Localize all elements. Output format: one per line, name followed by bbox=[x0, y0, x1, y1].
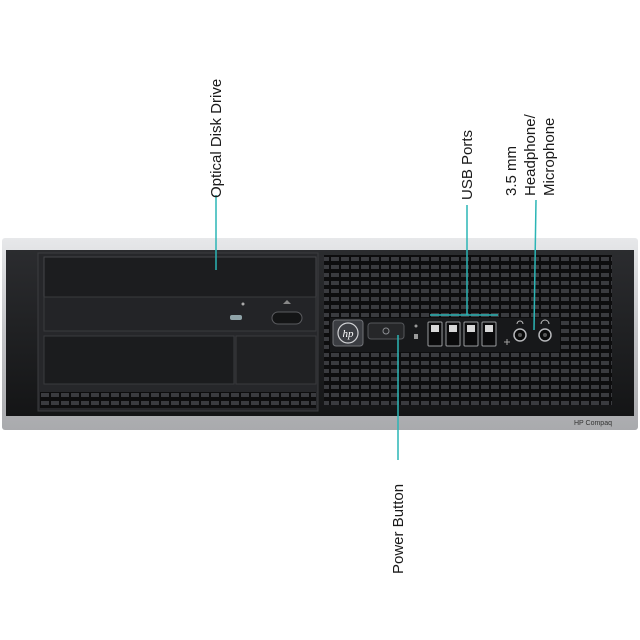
hdd-led bbox=[414, 334, 418, 339]
desktop-case: hp HP Compaq bbox=[2, 238, 638, 430]
optical-drive-tray bbox=[43, 256, 317, 298]
usb-ports-label: USB Ports bbox=[459, 130, 476, 200]
headphone-icon bbox=[540, 319, 550, 325]
microphone-jack-hole bbox=[518, 333, 522, 337]
drive-activity-light bbox=[230, 315, 242, 320]
audio-label-line3: Microphone bbox=[541, 118, 558, 196]
usb-port-3-tongue bbox=[467, 325, 475, 332]
eject-button[interactable] bbox=[271, 311, 303, 325]
audio-leader bbox=[533, 199, 537, 331]
drive-indicator-dot bbox=[241, 302, 245, 306]
microphone-icon bbox=[516, 320, 524, 325]
eject-icon bbox=[283, 300, 291, 304]
usb-port-4-tongue bbox=[485, 325, 493, 332]
hp-logo-text: hp bbox=[343, 328, 355, 340]
optical-drive-label: Optical Disk Drive bbox=[208, 79, 225, 198]
usb-ports bbox=[427, 321, 510, 347]
usb-symbol-icon bbox=[504, 339, 510, 345]
power-button-label: Power Button bbox=[390, 484, 407, 574]
lower-vent bbox=[40, 392, 316, 408]
audio-jacks bbox=[513, 319, 552, 342]
optical-drive-front bbox=[43, 296, 317, 332]
drive-bay-cover bbox=[43, 335, 235, 385]
headphone-jack-hole bbox=[543, 333, 547, 337]
usb-port-1-tongue bbox=[431, 325, 439, 332]
leader-lines bbox=[215, 195, 537, 460]
power-button[interactable] bbox=[367, 322, 405, 340]
audio-label-line2: Headphone/ bbox=[522, 113, 539, 196]
power-icon bbox=[382, 327, 390, 335]
drive-bay-side bbox=[235, 335, 317, 385]
model-label: HP Compaq bbox=[574, 420, 612, 427]
hp-logo-ring bbox=[337, 322, 359, 344]
audio-label-line1: 3.5 mm bbox=[503, 146, 520, 196]
power-led bbox=[414, 324, 418, 328]
usb-port-2-tongue bbox=[449, 325, 457, 332]
